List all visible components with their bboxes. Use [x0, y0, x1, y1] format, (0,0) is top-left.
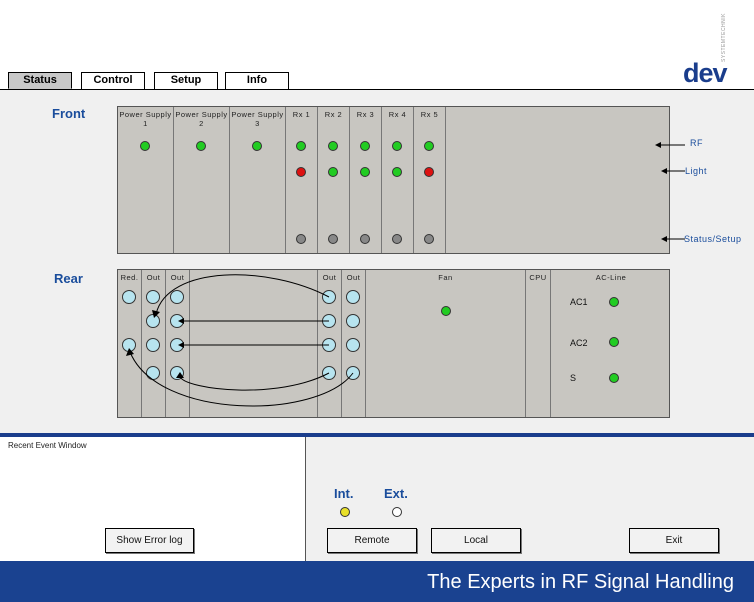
status-setup-led[interactable] [424, 234, 434, 244]
status-setup-indicator-label: Status/Setup [684, 234, 742, 244]
slot-rx-4[interactable]: Rx 4 [382, 107, 414, 253]
rear-rack: Red. Out Out Out Out [117, 269, 670, 418]
slot-label: Out [146, 273, 161, 282]
local-button[interactable]: Local [431, 528, 521, 553]
port[interactable] [346, 290, 360, 304]
light-led [296, 167, 306, 177]
port[interactable] [146, 338, 160, 352]
slot-label: Rx 2 [324, 110, 343, 119]
light-led [392, 167, 402, 177]
front-rack: Power Supply 1 Power Supply 2 Power Supp… [117, 106, 670, 254]
slot-label: Power Supply 1 [119, 110, 172, 128]
show-error-log-button[interactable]: Show Error log [105, 528, 194, 553]
slot-out-4[interactable]: Out [342, 270, 366, 417]
slot-power-supply-1[interactable]: Power Supply 1 [118, 107, 174, 253]
status-setup-led[interactable] [360, 234, 370, 244]
tab-info[interactable]: Info [225, 72, 289, 89]
ac1-label: AC1 [570, 297, 588, 307]
slot-label: Rx 3 [356, 110, 375, 119]
slot-redundancy[interactable]: Red. [118, 270, 142, 417]
control-area: Int. Ext. Remote Local Exit [306, 437, 754, 561]
ext-status-led [392, 507, 402, 517]
logo-subtext: SYSTEMTECHNIK [721, 12, 727, 62]
rf-indicator-label: RF [690, 138, 703, 148]
rf-led [392, 141, 402, 151]
port[interactable] [170, 290, 184, 304]
logo-text: dev [683, 58, 728, 88]
int-label: Int. [334, 486, 354, 501]
slot-label: CPU [529, 273, 547, 282]
slot-label: Out [346, 273, 361, 282]
slot-label: Power Supply 3 [231, 110, 284, 128]
slot-label: Fan [438, 273, 453, 282]
event-window-title: Recent Event Window [8, 441, 87, 450]
port[interactable] [346, 338, 360, 352]
slot-label: Rx 4 [388, 110, 407, 119]
port[interactable] [146, 314, 160, 328]
status-setup-led[interactable] [392, 234, 402, 244]
slot-power-supply-3[interactable]: Power Supply 3 [230, 107, 286, 253]
routing-arrows [126, 274, 354, 407]
slot-label: Out [170, 273, 185, 282]
ac2-led [609, 337, 619, 347]
slot-label: Out [322, 273, 337, 282]
slot-rx-5[interactable]: Rx 5 [414, 107, 446, 253]
rf-led [296, 141, 306, 151]
slot-label: AC-Line [595, 273, 627, 282]
port[interactable] [122, 290, 136, 304]
status-setup-led[interactable] [296, 234, 306, 244]
status-panel: Front Power Supply 1 Power Supply 2 Powe… [0, 89, 754, 434]
status-led [252, 141, 262, 151]
ext-label: Ext. [384, 486, 408, 501]
recent-event-window[interactable]: Recent Event Window Show Error log [0, 437, 306, 561]
light-led [360, 167, 370, 177]
s-label: S [570, 373, 577, 383]
slot-label: Rx 5 [420, 110, 439, 119]
slot-out-1[interactable]: Out [142, 270, 166, 417]
footer-banner: The Experts in RF Signal Handling [0, 561, 754, 602]
fan-status-led [441, 306, 451, 316]
slot-empty [190, 270, 318, 417]
status-led [196, 141, 206, 151]
exit-button[interactable]: Exit [629, 528, 719, 553]
int-status-led [340, 507, 350, 517]
slot-cpu[interactable]: CPU [526, 270, 551, 417]
slot-ac-line[interactable]: AC-Line AC1 AC2 S [551, 270, 671, 417]
front-label: Front [52, 106, 86, 121]
status-setup-led[interactable] [328, 234, 338, 244]
company-logo: dev SYSTEMTECHNIK [683, 6, 751, 88]
ac2-label: AC2 [570, 338, 588, 348]
ac1-led [609, 297, 619, 307]
slot-fan[interactable]: Fan [366, 270, 526, 417]
tab-setup[interactable]: Setup [154, 72, 218, 89]
slot-label: Rx 1 [292, 110, 311, 119]
slot-power-supply-2[interactable]: Power Supply 2 [174, 107, 230, 253]
indicator-arrows [655, 142, 685, 242]
light-led [424, 167, 434, 177]
s-led [609, 373, 619, 383]
port[interactable] [146, 290, 160, 304]
slot-out-2[interactable]: Out [166, 270, 190, 417]
slot-rx-1[interactable]: Rx 1 [286, 107, 318, 253]
tab-control[interactable]: Control [81, 72, 145, 89]
port[interactable] [346, 314, 360, 328]
rear-label: Rear [54, 271, 83, 286]
status-led [140, 141, 150, 151]
slot-rx-2[interactable]: Rx 2 [318, 107, 350, 253]
rf-led [424, 141, 434, 151]
rf-led [360, 141, 370, 151]
light-led [328, 167, 338, 177]
slot-label: Red. [120, 273, 139, 282]
remote-button[interactable]: Remote [327, 528, 417, 553]
light-indicator-label: Light [685, 166, 708, 176]
tab-status[interactable]: Status [8, 72, 72, 89]
section-divider [0, 433, 754, 437]
footer-tagline: The Experts in RF Signal Handling [427, 571, 734, 593]
slot-rx-3[interactable]: Rx 3 [350, 107, 382, 253]
rf-led [328, 141, 338, 151]
slot-label: Power Supply 2 [175, 110, 228, 128]
